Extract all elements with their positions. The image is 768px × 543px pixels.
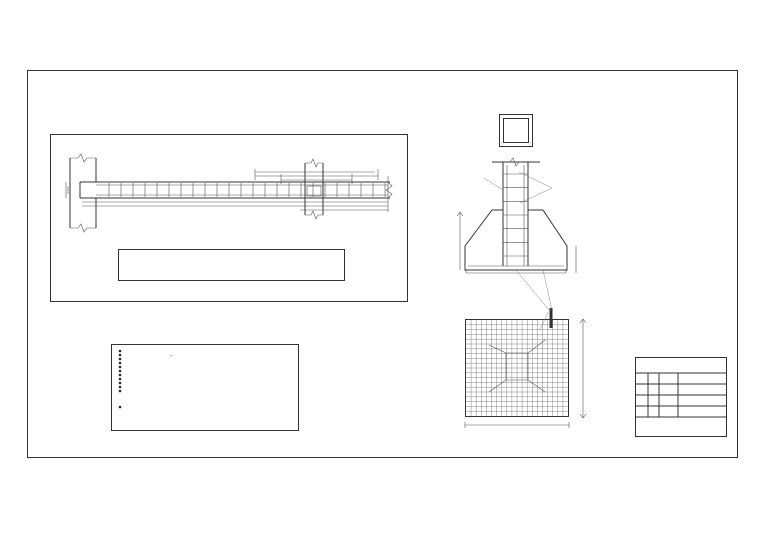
beam-stirrups xyxy=(108,183,386,197)
left-support xyxy=(65,153,97,233)
mid-column xyxy=(304,158,324,220)
note-bullet xyxy=(118,389,122,393)
footing-plan xyxy=(464,269,587,428)
note-bullet xyxy=(118,349,122,353)
plan-grid xyxy=(466,320,568,416)
drawing-frame xyxy=(27,70,738,458)
beam-caption-box xyxy=(118,249,345,281)
notes-mark: - xyxy=(170,352,172,359)
note-bullet xyxy=(118,353,122,357)
note-bullet xyxy=(118,381,122,385)
notes-border xyxy=(111,344,299,431)
footing-elevation xyxy=(456,157,577,274)
column-section xyxy=(499,114,533,147)
beam-panel-border xyxy=(50,134,408,302)
top-bars xyxy=(254,169,389,212)
note-bullet xyxy=(118,373,122,377)
note-bullet xyxy=(118,369,122,373)
note-bullet xyxy=(118,357,122,361)
note-bullet xyxy=(118,365,122,369)
notes-panel: - xyxy=(111,344,299,431)
notes-bullets xyxy=(118,349,122,409)
note-bullet xyxy=(118,405,122,409)
beam-elevation-panel xyxy=(50,134,408,302)
title-block xyxy=(635,357,727,437)
note-bullet xyxy=(118,361,122,365)
note-bullet xyxy=(118,385,122,389)
note-bullet xyxy=(118,377,122,381)
beam-body xyxy=(79,181,393,207)
